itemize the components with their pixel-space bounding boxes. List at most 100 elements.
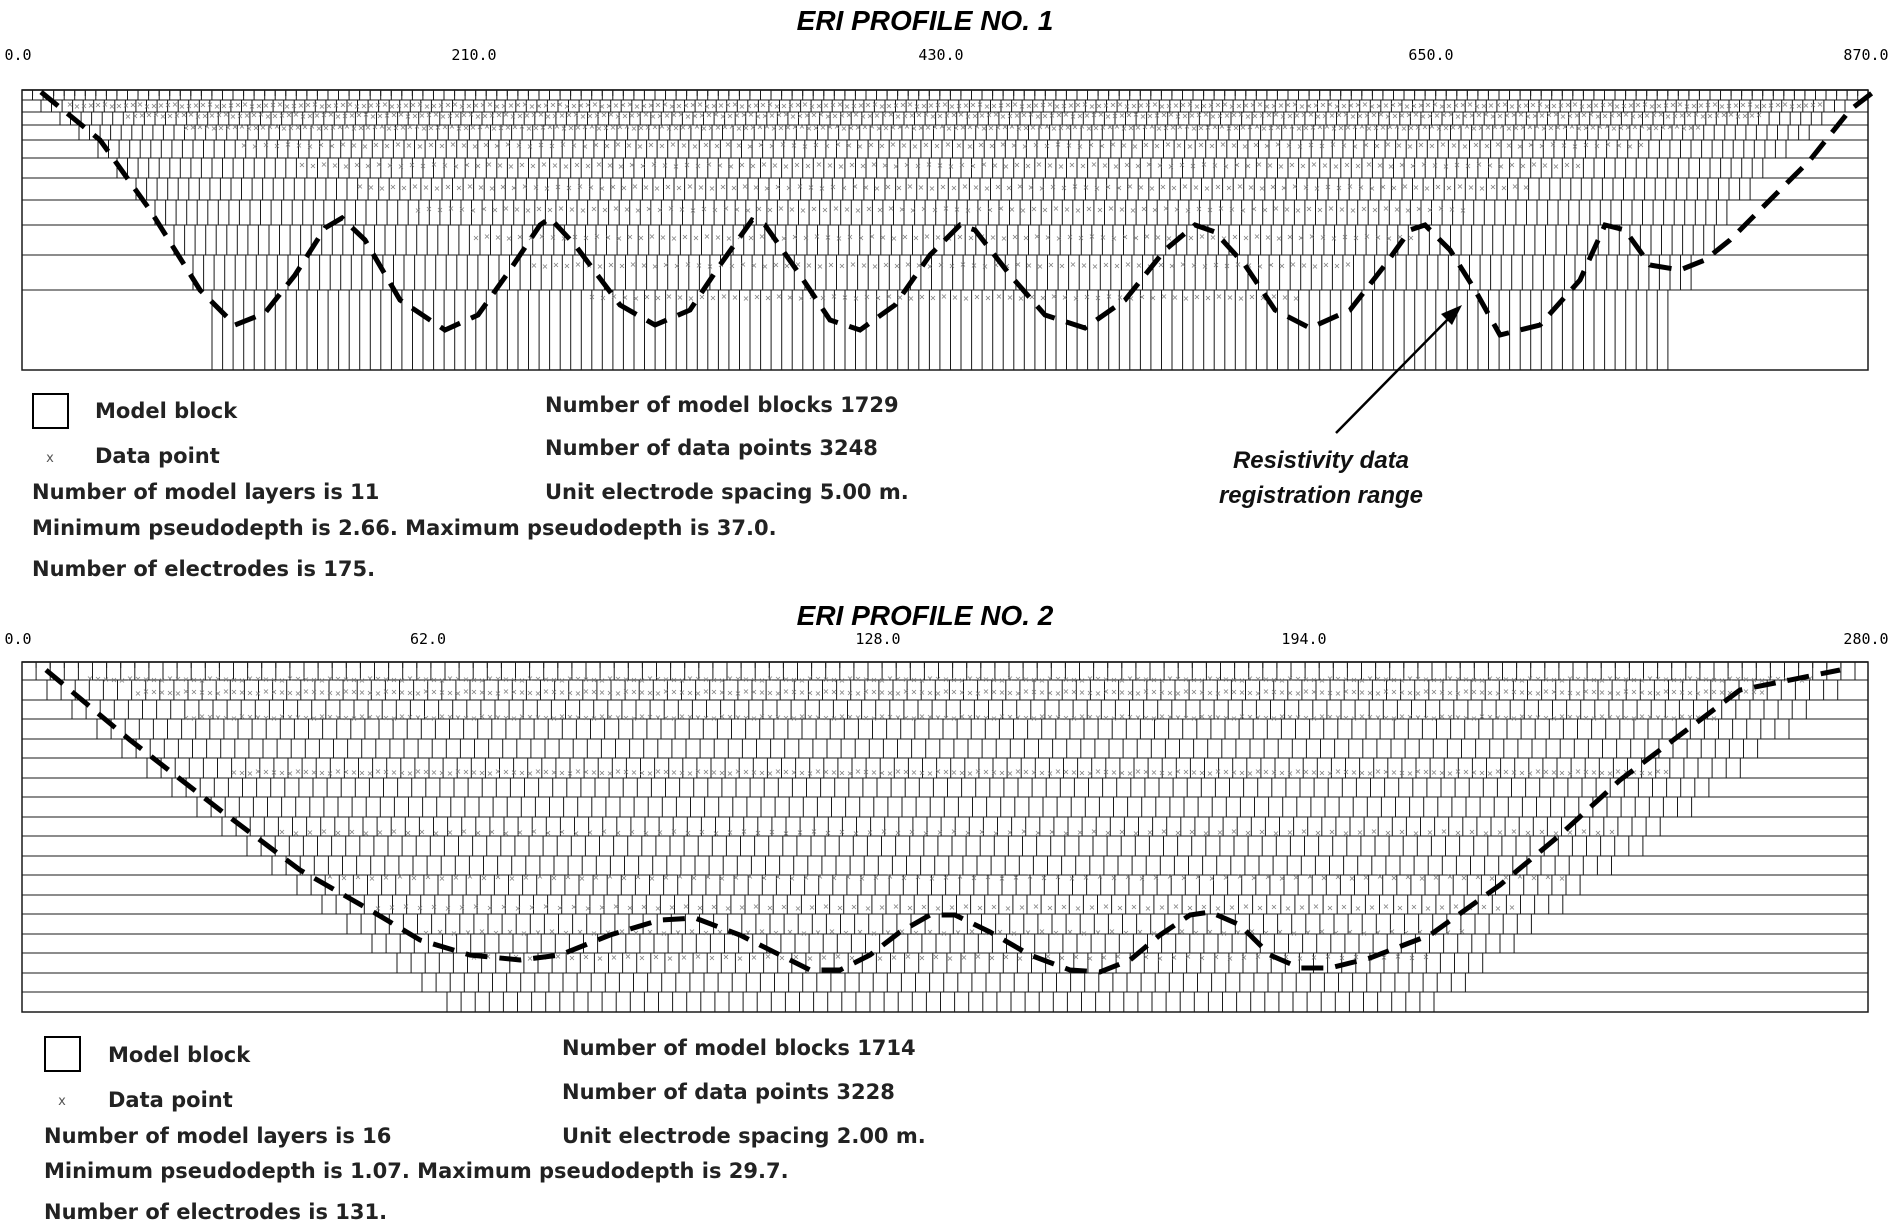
data-point: × — [473, 234, 480, 243]
data-point: × — [1194, 102, 1201, 111]
data-point: × — [1182, 182, 1189, 191]
data-point: × — [1271, 102, 1278, 111]
data-point: × — [1319, 142, 1326, 151]
data-point: × — [1438, 204, 1445, 213]
data-point: × — [252, 142, 259, 151]
data-point: × — [862, 122, 869, 131]
data-point: × — [566, 184, 573, 193]
data-point: × — [806, 124, 813, 133]
data-point: × — [734, 205, 741, 214]
data-point: × — [480, 100, 487, 109]
data-point: × — [1021, 110, 1028, 119]
data-point: × — [123, 101, 130, 110]
data-point: × — [1124, 160, 1131, 169]
data-point: × — [1450, 123, 1457, 132]
data-point: × — [930, 294, 937, 303]
data-point: × — [1397, 100, 1404, 109]
data-point: × — [855, 123, 862, 132]
data-point: × — [1026, 102, 1033, 111]
data-point: × — [921, 102, 928, 111]
data-point: × — [1579, 102, 1586, 111]
data-point: × — [144, 102, 151, 111]
data-point: × — [1501, 184, 1508, 193]
data-point: × — [813, 140, 820, 149]
data-point: × — [1476, 110, 1483, 119]
data-point: × — [813, 124, 820, 133]
data-point: × — [932, 206, 939, 215]
data-point: × — [1407, 142, 1414, 151]
p2-axis-ticks — [21, 661, 1868, 668]
data-point: × — [1138, 101, 1145, 110]
data-point: × — [619, 262, 626, 271]
data-point: × — [190, 123, 197, 132]
data-point: × — [1427, 112, 1434, 121]
data-point: × — [88, 101, 95, 110]
data-point: × — [1411, 102, 1418, 111]
data-point: × — [1266, 110, 1273, 119]
data-point: × — [1312, 262, 1319, 271]
data-point: × — [928, 101, 935, 110]
data-point: × — [501, 102, 508, 111]
data-point: × — [601, 110, 608, 119]
data-point: × — [344, 122, 351, 131]
data-point: × — [753, 101, 760, 110]
data-point: × — [300, 112, 307, 121]
data-point: × — [1023, 124, 1030, 133]
data-point: × — [1511, 110, 1518, 119]
data-point: × — [1130, 206, 1137, 215]
data-point: × — [706, 110, 713, 119]
data-point: × — [580, 206, 587, 215]
data-point: × — [729, 262, 736, 271]
data-point: × — [544, 184, 551, 193]
data-point: × — [1246, 261, 1253, 270]
data-point: × — [617, 122, 624, 131]
data-point: × — [594, 232, 601, 241]
data-point: × — [291, 102, 298, 111]
data-point: × — [890, 140, 897, 149]
data-point: × — [550, 233, 557, 242]
data-point: × — [616, 234, 623, 243]
data-point: × — [1122, 232, 1129, 241]
data-point: × — [1560, 112, 1567, 121]
data-point: × — [524, 111, 531, 120]
data-point: × — [158, 101, 165, 110]
data-point: × — [1180, 100, 1187, 109]
data-point: × — [1756, 110, 1763, 119]
data-point: × — [1344, 160, 1351, 169]
p1-electrodes: Number of electrodes is 175. — [32, 557, 375, 581]
data-point: × — [1416, 204, 1423, 213]
data-point: × — [286, 110, 293, 119]
data-point: × — [1327, 100, 1334, 109]
data-point: × — [1208, 101, 1215, 110]
data-point: × — [477, 122, 484, 131]
data-point: × — [1490, 182, 1497, 191]
data-point: × — [412, 182, 419, 191]
data-point: × — [824, 142, 831, 151]
data-point: × — [1374, 142, 1381, 151]
data-point: × — [1621, 102, 1628, 111]
data-point: × — [834, 122, 841, 131]
data-point: × — [390, 182, 397, 191]
data-point: × — [1106, 292, 1113, 301]
data-point: × — [494, 102, 501, 111]
data-point: × — [575, 260, 582, 269]
data-point: × — [1020, 206, 1027, 215]
data-point: × — [1212, 122, 1219, 131]
data-point: × — [1378, 110, 1385, 119]
data-point: × — [1089, 102, 1096, 111]
data-point: × — [1320, 100, 1327, 109]
data-point: × — [1235, 260, 1242, 269]
data-point: × — [522, 100, 529, 109]
data-point: × — [1040, 100, 1047, 109]
data-point: × — [1575, 162, 1582, 171]
data-point: × — [844, 102, 851, 111]
data-point: × — [1541, 124, 1548, 133]
data-point: × — [739, 160, 746, 169]
data-point: × — [1047, 161, 1054, 170]
data-point: × — [1033, 101, 1040, 110]
data-point: × — [1567, 112, 1574, 121]
data-point: × — [926, 160, 933, 169]
data-point: × — [1660, 123, 1667, 132]
data-point: × — [760, 100, 767, 109]
data-point: × — [720, 182, 727, 191]
